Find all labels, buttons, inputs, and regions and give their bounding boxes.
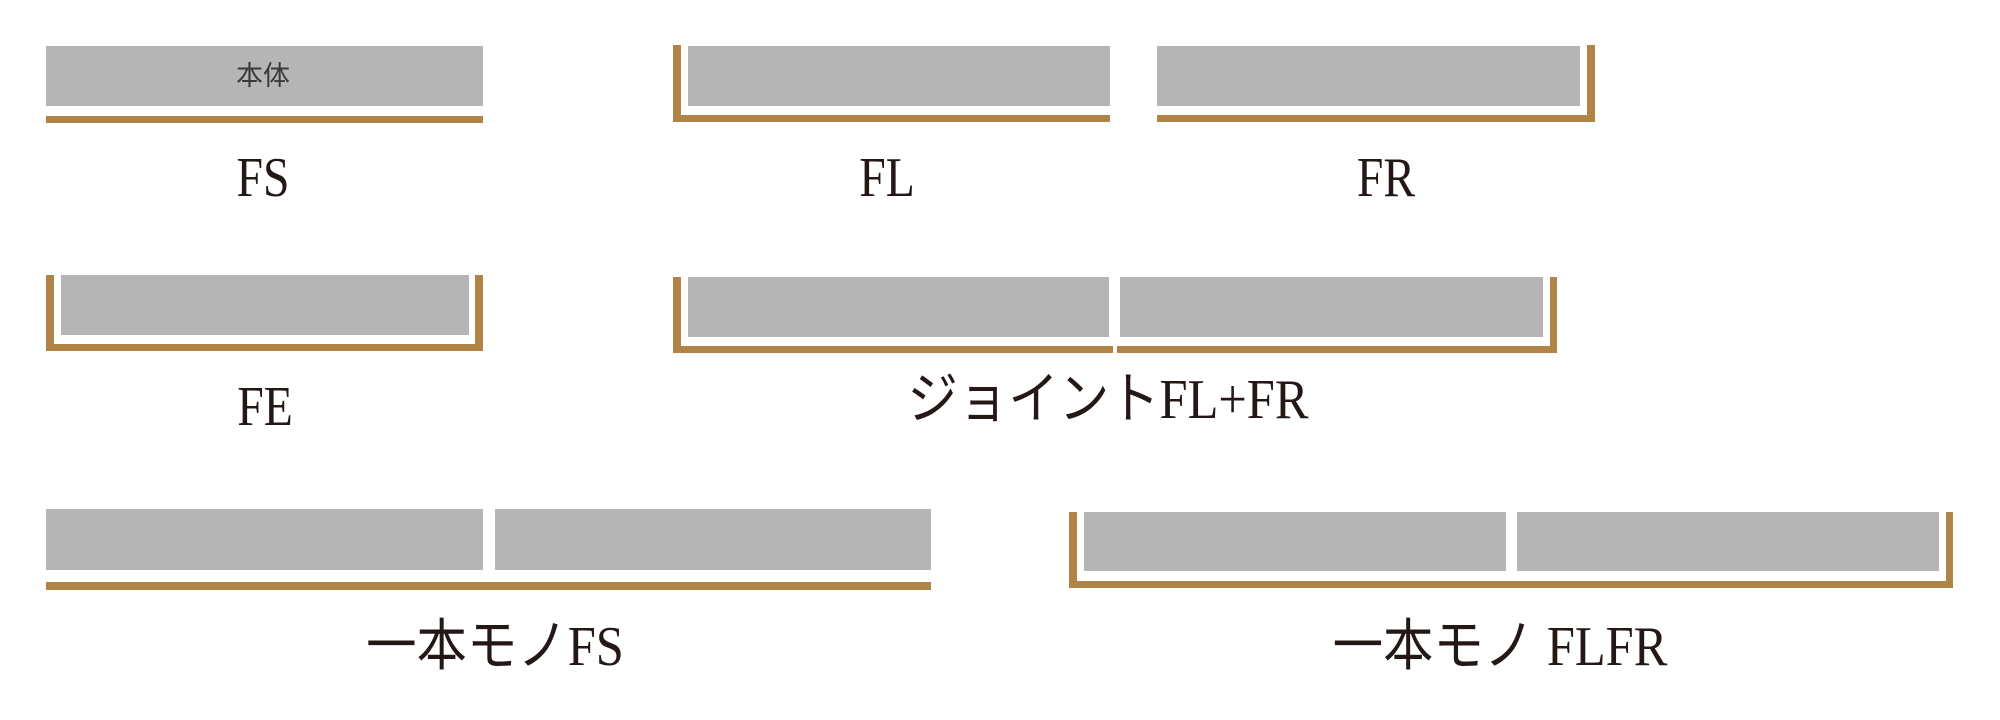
body-panel-left xyxy=(688,277,1109,337)
bottom-rail xyxy=(46,582,931,590)
body-panel xyxy=(61,275,469,335)
left-rail xyxy=(46,275,54,351)
label-joint: ジョイントFL+FR xyxy=(907,369,1309,431)
body-panel xyxy=(46,46,483,106)
right-rail xyxy=(1946,512,1953,588)
body-panel-label: 本体 xyxy=(236,61,290,92)
bottom-rail-right xyxy=(1117,346,1557,353)
bottom-rail-left xyxy=(673,346,1113,353)
label-fe: FE xyxy=(237,376,293,438)
left-rail xyxy=(1069,512,1077,588)
label-fl: FL xyxy=(859,147,915,209)
label-fr: FR xyxy=(1356,147,1416,209)
label-ippon-flfr: 一本モノ FLFR xyxy=(1332,616,1668,678)
bottom-rail xyxy=(46,116,483,123)
body-panel xyxy=(688,46,1110,106)
body-panel-right xyxy=(1517,512,1939,571)
body-panel-right xyxy=(1120,277,1543,337)
right-rail xyxy=(1550,277,1557,353)
bottom-rail xyxy=(46,344,483,351)
left-rail xyxy=(673,277,681,353)
body-panel xyxy=(1157,46,1580,106)
bottom-rail xyxy=(1069,581,1953,588)
right-rail xyxy=(475,275,483,351)
label-ippon-fs: 一本モノFS xyxy=(366,616,624,678)
bottom-rail xyxy=(673,115,1110,122)
body-panel-left xyxy=(46,509,483,570)
body-panel-right xyxy=(495,509,931,570)
body-panel-left xyxy=(1084,512,1506,571)
label-fs: FS xyxy=(236,147,290,209)
bottom-rail xyxy=(1157,115,1595,122)
right-rail xyxy=(1587,45,1595,122)
left-rail xyxy=(673,45,681,122)
